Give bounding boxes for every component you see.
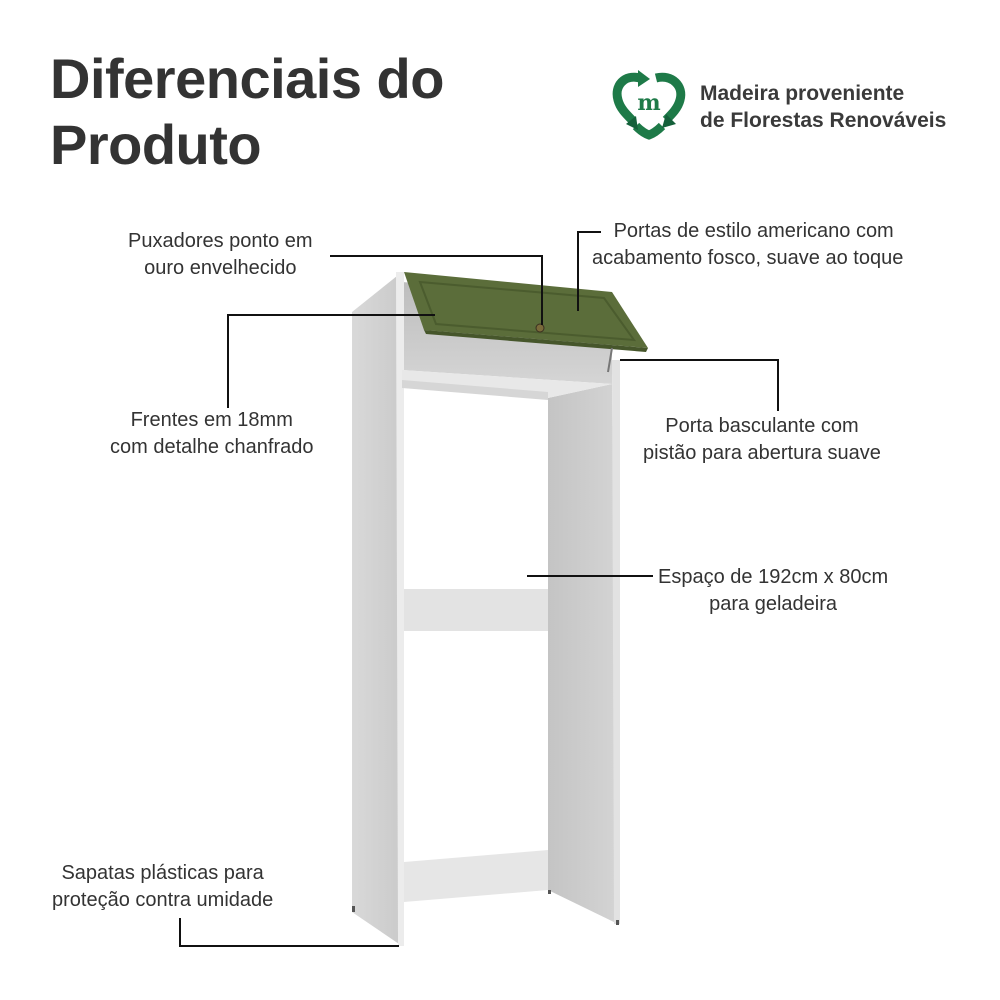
leader-doors-h: [577, 231, 601, 233]
badge-line-1: Madeira proveniente: [700, 81, 905, 105]
middle-rail: [404, 589, 548, 631]
foot-left-back: [352, 906, 355, 912]
leader-handles-h: [330, 255, 542, 257]
callout-handles: Puxadores ponto em ouro envelhecido: [128, 228, 313, 282]
right-panel-edge: [612, 360, 620, 924]
foot-right-back: [548, 890, 551, 894]
gas-piston: [607, 347, 613, 373]
svg-text:m: m: [637, 90, 660, 116]
callout-flap-line2: pistão para abertura suave: [643, 442, 881, 464]
title-line-2: Produto: [50, 113, 262, 176]
callout-doors-line2: acabamento fosco, suave ao toque: [592, 247, 904, 269]
page-title: Diferenciais do Produto: [50, 46, 444, 178]
callout-fronts-line2: com detalhe chanfrado: [110, 436, 314, 458]
foot-right-front: [616, 920, 619, 925]
leader-doors-v: [577, 231, 579, 311]
recycle-heart-m-icon: m: [610, 68, 688, 145]
callout-space-line2: para geladeira: [709, 593, 837, 615]
badge-text: Madeira proveniente de Florestas Renováv…: [700, 80, 946, 134]
leader-fronts-v: [227, 314, 229, 408]
title-line-1: Diferenciais do: [50, 47, 444, 110]
leader-flap-h: [620, 359, 778, 361]
callout-handles-line2: ouro envelhecido: [144, 257, 297, 279]
callout-fridge-space: Espaço de 192cm x 80cm para geladeira: [658, 564, 888, 618]
door-edge: [424, 330, 648, 352]
callout-handles-line1: Puxadores ponto em: [128, 230, 313, 252]
callout-doors-line1: Portas de estilo americano com: [613, 220, 894, 242]
bottom-kickboard: [404, 850, 548, 902]
leader-feet-h: [179, 945, 399, 947]
niche-shelf-top: [402, 370, 612, 398]
flap-door: [404, 272, 648, 348]
callout-flap-line1: Porta basculante com: [665, 415, 859, 437]
sustainability-badge: m Madeira proveniente de Florestas Renov…: [610, 68, 946, 145]
leader-flap-v: [777, 359, 779, 411]
badge-line-2: de Florestas Renováveis: [700, 108, 947, 132]
callout-feet-line1: Sapatas plásticas para: [61, 862, 264, 884]
callout-fronts: Frentes em 18mm com detalhe chanfrado: [110, 407, 313, 461]
callout-fronts-line1: Frentes em 18mm: [130, 409, 293, 431]
leader-space-h: [527, 575, 653, 577]
callout-space-line1: Espaço de 192cm x 80cm: [658, 566, 889, 588]
callout-doors: Portas de estilo americano com acabament…: [592, 218, 903, 272]
left-side-panel: [352, 272, 402, 946]
left-panel-edge: [396, 272, 404, 946]
gold-knob: [535, 323, 545, 333]
niche-shelf-edge: [402, 380, 548, 400]
callout-feet-line2: proteção contra umidade: [52, 889, 274, 911]
callout-flap-door: Porta basculante com pistão para abertur…: [643, 413, 881, 467]
callout-feet: Sapatas plásticas para proteção contra u…: [52, 860, 273, 914]
leader-feet-v: [179, 918, 181, 946]
leader-handles-v: [541, 255, 543, 325]
right-side-panel: [548, 384, 618, 924]
leader-fronts-h: [227, 314, 435, 316]
